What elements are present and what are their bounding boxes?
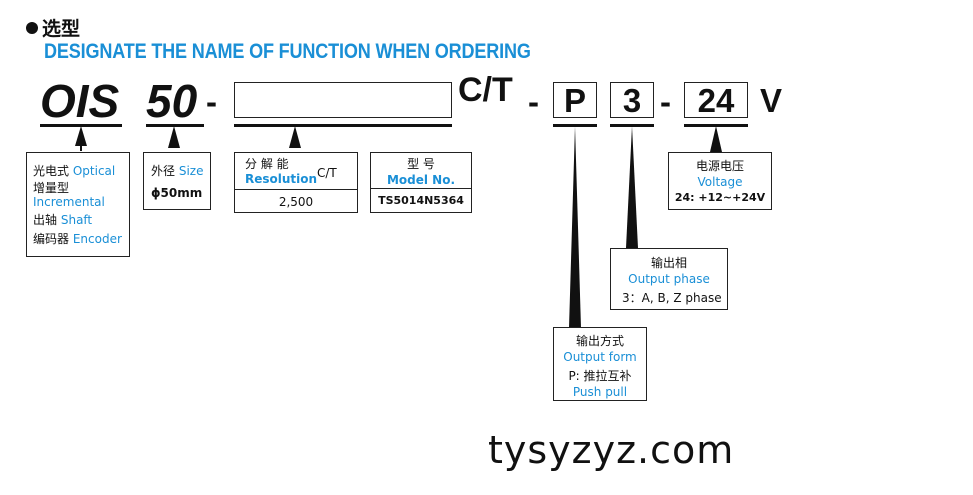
voltage-label-cn: 电源电压 (695, 159, 744, 173)
voltage-label-en: Voltage (697, 175, 743, 189)
resolution-table: 分 解 能 Resolution C/T 2,500 (234, 152, 358, 213)
resolution-label-cn: 分 解 能 (245, 157, 289, 171)
resolution-label-en: Resolution (245, 172, 318, 186)
size-underline (146, 124, 204, 127)
legend-en: Shaft (60, 213, 93, 227)
size-legend: 外径 Size ϕ50mm (143, 152, 211, 210)
legend-cn: 出轴 (33, 213, 58, 227)
resolution-value: 2,500 (278, 195, 314, 209)
model-label-en: Model No. (386, 173, 456, 187)
legend-cn: 编码器 (33, 232, 70, 246)
phase-label-cn: 输出相 (650, 256, 687, 270)
code-voltage-unit: V (760, 82, 783, 119)
series-underline (40, 124, 122, 127)
size-value: ϕ50mm (151, 186, 203, 200)
output-phase-box (610, 82, 654, 118)
phase-legend: 输出相 Output phase 3：A, B, Z phase (610, 248, 728, 310)
connector-series (80, 145, 82, 151)
form-label-cn: 输出方式 (575, 334, 624, 348)
section-subtitle: DESIGNATE THE NAME OF FUNCTION WHEN ORDE… (44, 40, 531, 63)
pointer-resolution (289, 126, 301, 148)
legend-en: Optical (72, 164, 116, 178)
model-table: 型 号 Model No. TS5014N5364 (370, 152, 472, 213)
dash-2: - (528, 83, 539, 120)
legend-cn: 增量型 (33, 181, 70, 195)
bullet-icon (26, 22, 38, 34)
section-title: 选型 (26, 14, 80, 41)
resolution-unit: C/T (317, 166, 337, 180)
code-size: 50 (146, 75, 198, 127)
output-phase-underline (610, 124, 654, 127)
form-label-en: Output form (563, 350, 637, 364)
code-output-phase: 3 (622, 82, 642, 119)
voltage-legend: 电源电压 Voltage 24: +12~+24V (668, 152, 772, 210)
code-voltage: 24 (697, 82, 735, 119)
legend-row: 光电式 Optical (33, 163, 129, 179)
code-series: OIS (40, 75, 120, 127)
dash-1: - (206, 83, 217, 120)
output-form-underline (553, 124, 597, 127)
resolution-slot (234, 82, 452, 118)
pointer-output-phase (626, 126, 638, 248)
model-label-cn: 型 号 (407, 157, 435, 171)
legend-cn: 光电式 (33, 164, 70, 178)
pointer-series (75, 126, 87, 146)
voltage-value: 24: +12~+24V (674, 191, 766, 204)
phase-label-en: Output phase (628, 272, 710, 286)
voltage-box (684, 82, 748, 118)
form-value-cn: P: 推拉互补 (568, 369, 632, 383)
form-legend: 输出方式 Output form P: 推拉互补 Push pull (553, 327, 647, 401)
output-form-box (553, 82, 597, 118)
resolution-underline (234, 124, 452, 127)
size-label-en: Size (178, 164, 204, 178)
pointer-output-form (569, 126, 581, 328)
legend-en: Incremental (33, 195, 105, 209)
voltage-underline (684, 124, 748, 127)
watermark-text: tysyzyz.com (488, 428, 735, 472)
dash-3: - (660, 83, 671, 120)
legend-row: 出轴 Shaft (33, 212, 129, 228)
legend-en: Encoder (72, 232, 122, 246)
model-header: 型 号 Model No. (371, 153, 471, 189)
pointer-size (168, 126, 180, 148)
resolution-header: 分 解 能 Resolution C/T (235, 153, 357, 190)
phase-value: 3：A, B, Z phase (622, 291, 722, 305)
pointer-voltage (710, 126, 722, 152)
code-ct: C/T (458, 71, 513, 109)
legend-row: 编码器 Encoder (33, 231, 129, 247)
size-label-cn: 外径 (151, 164, 176, 178)
code-output-form: P (563, 82, 586, 119)
form-value-en: Push pull (572, 385, 628, 399)
model-value: TS5014N5364 (378, 194, 464, 207)
